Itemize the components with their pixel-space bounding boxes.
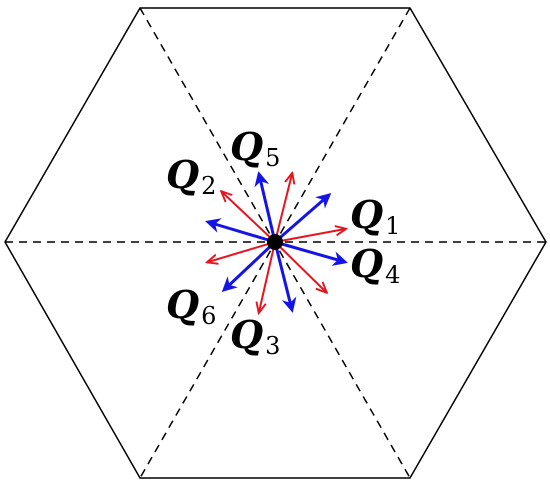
label-q5: Q5	[230, 124, 280, 172]
red-arrow	[274, 229, 345, 243]
blue-arrow	[205, 218, 276, 244]
blue-arrows	[205, 171, 348, 313]
label-q2: Q2	[166, 152, 216, 200]
label-q4: Q4	[350, 241, 400, 289]
blue-arrow	[273, 241, 297, 313]
red-arrows	[208, 174, 345, 312]
label-q3: Q3	[230, 312, 280, 360]
red-arrow	[274, 174, 292, 243]
center-dot	[267, 234, 283, 250]
blue-arrow	[274, 240, 348, 266]
blue-arrow	[221, 240, 277, 293]
red-arrow	[222, 192, 276, 243]
label-q1: Q1	[350, 192, 400, 240]
red-arrow	[274, 241, 326, 292]
blue-arrow	[274, 193, 332, 244]
red-arrow	[259, 241, 276, 312]
blue-arrow	[254, 171, 277, 243]
red-arrow	[208, 241, 276, 262]
label-q6: Q6	[166, 282, 216, 330]
